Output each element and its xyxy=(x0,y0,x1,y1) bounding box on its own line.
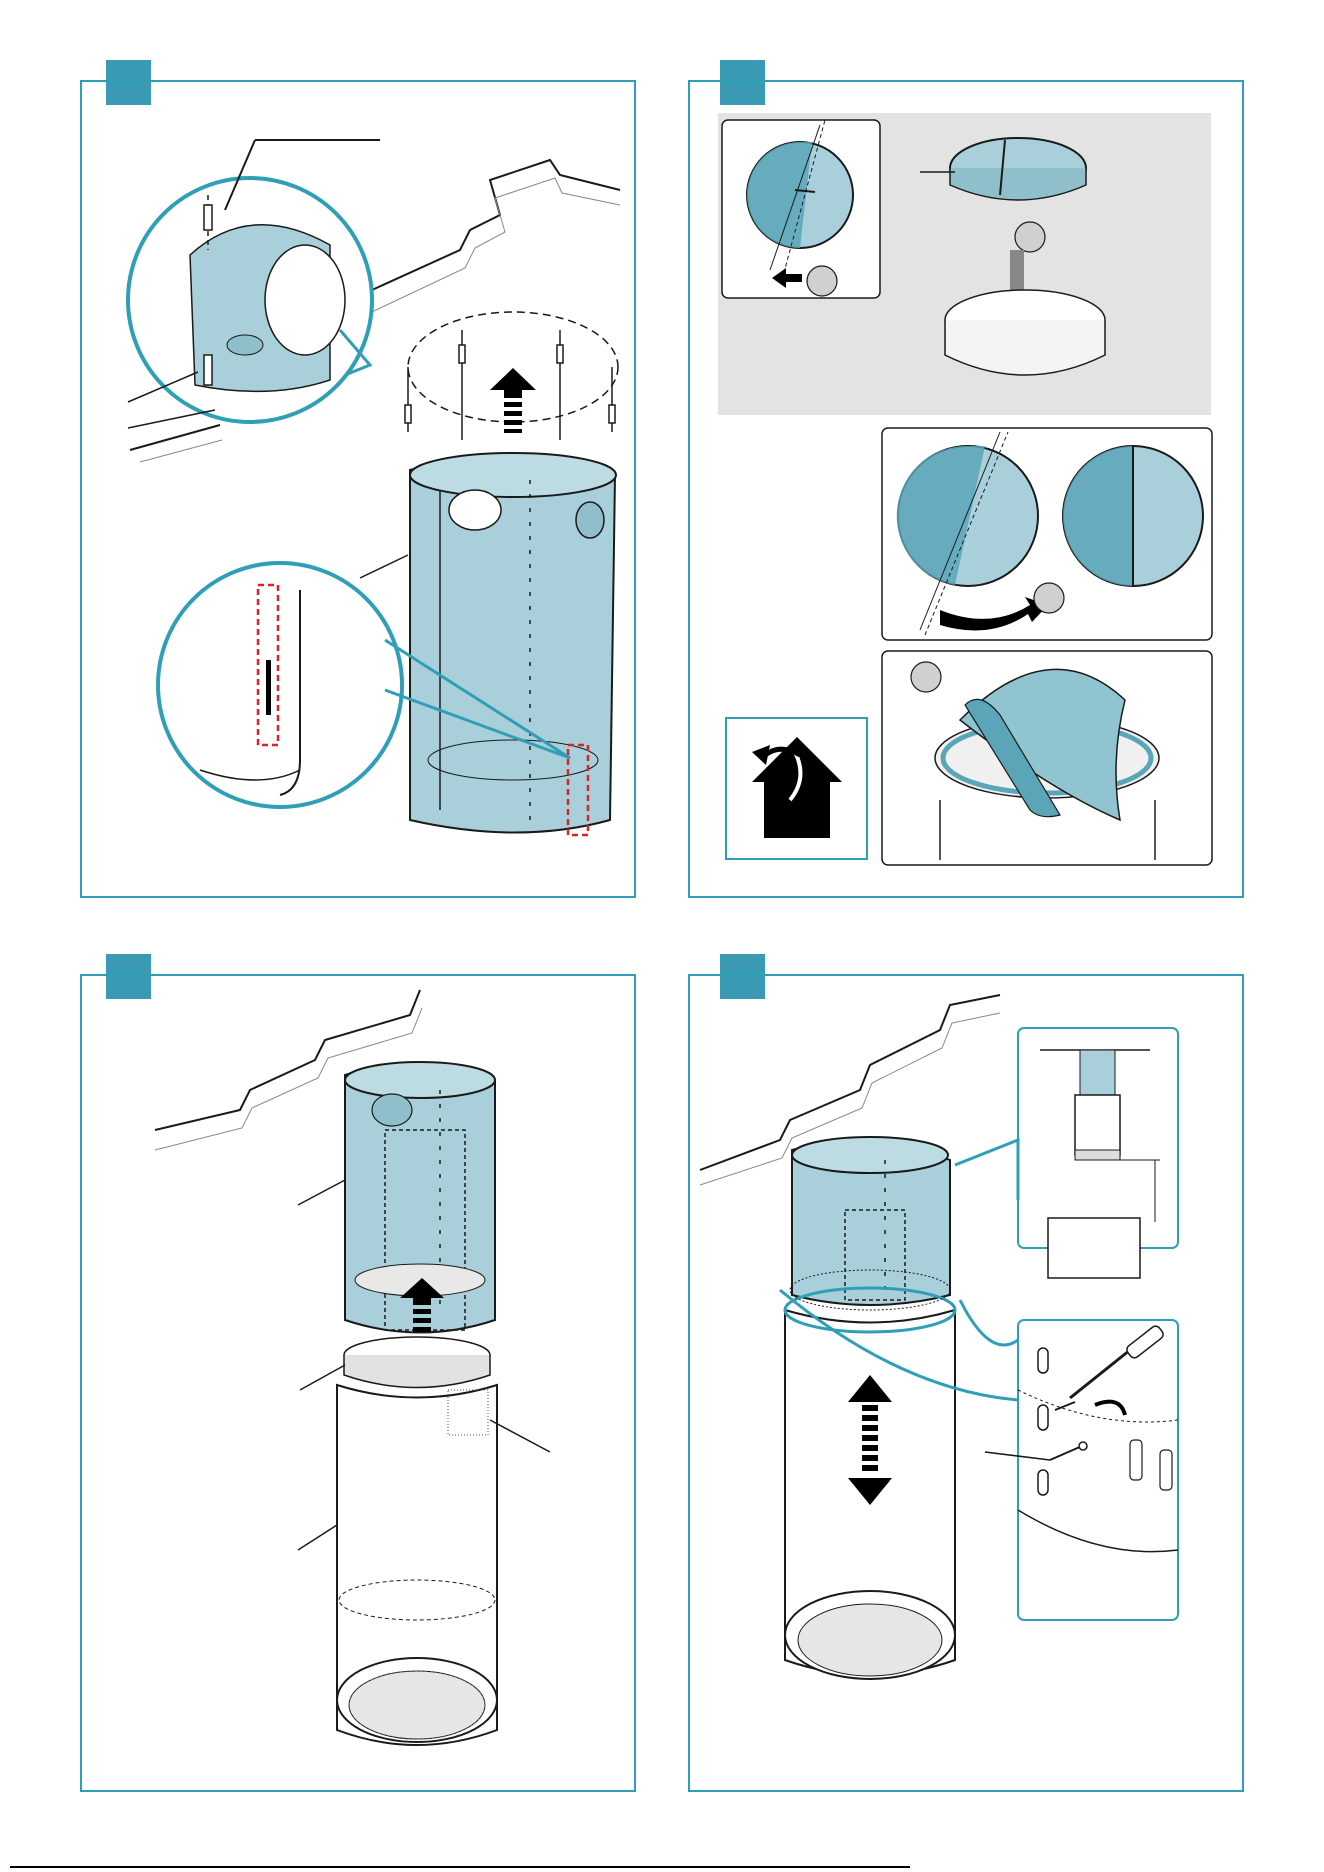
circle-marker-icon xyxy=(1015,222,1045,252)
panel3-illustration xyxy=(155,990,550,1745)
magnifier-circle-icon xyxy=(158,563,402,807)
grille-icon xyxy=(349,1671,485,1739)
circle-marker-icon xyxy=(807,266,837,296)
panel2-illustration xyxy=(718,113,1212,865)
panel4-illustration xyxy=(700,995,1178,1679)
grille-icon xyxy=(798,1604,942,1676)
outdoor-extraction-icon xyxy=(726,718,867,859)
up-arrow-icon xyxy=(490,368,536,433)
circle-marker-icon xyxy=(1034,583,1064,613)
circle-marker-icon xyxy=(911,662,941,692)
magnifier-circle-icon xyxy=(128,178,372,422)
panel1-illustration xyxy=(128,140,620,835)
footer-rule xyxy=(10,1866,910,1868)
